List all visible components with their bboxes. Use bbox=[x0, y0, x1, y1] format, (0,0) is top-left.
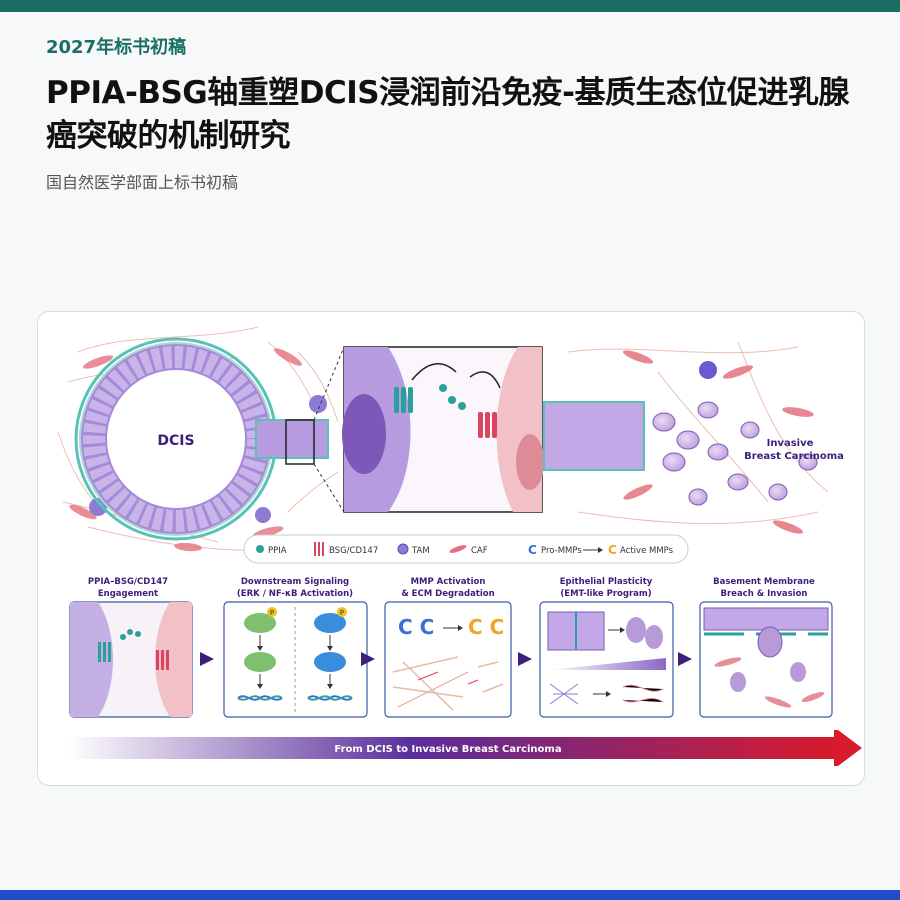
step-titles: PPIA–BSG/CD147 Engagement Downstream Sig… bbox=[88, 577, 815, 599]
legend-ppia: PPIA bbox=[268, 546, 287, 556]
invading-cells bbox=[652, 401, 818, 506]
emt-gradient-bar bbox=[548, 658, 666, 670]
header-kicker: 2027年标书初稿 bbox=[46, 37, 187, 58]
legend-pro-mmps: Pro-MMPs bbox=[541, 546, 582, 556]
pro-mmp-shapes: C C bbox=[398, 615, 434, 639]
step-3-title-line2: & ECM Degradation bbox=[401, 589, 494, 599]
junctions-after bbox=[622, 684, 664, 703]
step-1-panel bbox=[69, 601, 193, 718]
ppia-dots bbox=[439, 384, 466, 410]
page-subtitle: 国自然医学部面上标书初稿 bbox=[46, 173, 239, 192]
active-mmp-shapes: C C bbox=[468, 615, 504, 639]
page-title: PPIA-BSG轴重塑DCIS浸润前沿免疫-基质生态位促进乳腺癌突破的机制研究 bbox=[46, 75, 849, 154]
step-4-panel bbox=[539, 601, 674, 718]
step-2-panel: P P bbox=[223, 601, 368, 718]
step-5-title-line2: Breach & Invasion bbox=[721, 589, 808, 599]
phospho-label-erk: P bbox=[270, 609, 274, 617]
step-4-title-line2: (EMT-like Program) bbox=[560, 589, 651, 599]
invasive-tam bbox=[699, 361, 717, 379]
legend: PPIA BSG/CD147 TAM CAF C Pro-MMPs C Acti… bbox=[243, 534, 689, 564]
step-arrow-1 bbox=[200, 652, 214, 666]
step-arrow-2 bbox=[361, 652, 375, 666]
zoom-box bbox=[285, 419, 315, 465]
legend-bsg: BSG/CD147 bbox=[329, 546, 378, 556]
phospho-icon bbox=[267, 607, 277, 617]
bsg-receptor-right bbox=[478, 412, 497, 438]
bottom-accent-bar bbox=[0, 890, 900, 900]
step-5-title-line1: Basement Membrane bbox=[713, 577, 815, 587]
duct-extension bbox=[255, 419, 329, 459]
progress-label: From DCIS to Invasive Breast Carcinoma bbox=[334, 744, 561, 755]
invasive-caf-cells bbox=[622, 350, 814, 534]
step-4-title-line1: Epithelial Plasticity bbox=[560, 577, 653, 587]
legend-pill bbox=[243, 534, 689, 564]
active-mmp-icon: C bbox=[608, 543, 617, 557]
junctions-before bbox=[549, 683, 579, 705]
step-2-title-line1: Downstream Signaling bbox=[241, 577, 349, 587]
duct-illustration: DCIS bbox=[57, 326, 339, 552]
epithelial-cell-sheet bbox=[543, 401, 645, 471]
legend-caf: CAF bbox=[471, 546, 488, 556]
ppia-dot-icon bbox=[256, 545, 264, 553]
step-3-panel: C C C C bbox=[384, 601, 512, 718]
caf-cells bbox=[69, 348, 302, 552]
receptor-icon bbox=[314, 542, 324, 556]
cell-nucleus bbox=[342, 394, 386, 474]
invading-cell bbox=[757, 626, 783, 658]
invasive-front: Invasive Breast Carcinoma bbox=[543, 341, 844, 534]
progress-arrow: From DCIS to Invasive Breast Carcinoma bbox=[68, 730, 862, 766]
zoom-inset bbox=[342, 346, 544, 513]
epithelial-layer bbox=[703, 607, 829, 631]
tam-cell-icon bbox=[397, 543, 409, 555]
invasive-label-line1: Invasive bbox=[767, 438, 814, 449]
step-arrow-3 bbox=[518, 652, 532, 666]
step-1-title-line1: PPIA–BSG/CD147 bbox=[88, 577, 168, 587]
phospho-label-nfkb: P bbox=[340, 609, 344, 617]
ecm-fibers bbox=[392, 656, 504, 711]
legend-tam: TAM bbox=[411, 546, 430, 556]
step-arrow-4 bbox=[678, 652, 692, 666]
figure-card: DCIS bbox=[37, 311, 865, 786]
duct-lumen bbox=[109, 372, 243, 506]
invasive-label-line2: Breast Carcinoma bbox=[744, 451, 844, 462]
bsg-receptor-left bbox=[394, 387, 413, 413]
nfkb-protein bbox=[314, 613, 346, 633]
step-3-title-line1: MMP Activation bbox=[411, 577, 486, 587]
duct-label: DCIS bbox=[157, 433, 194, 449]
erk-protein bbox=[244, 613, 276, 633]
legend-active-mmps: Active MMPs bbox=[620, 546, 674, 556]
tam-cells bbox=[89, 395, 327, 523]
pro-mmp-icon: C bbox=[528, 543, 537, 557]
step-1-title-line2: Engagement bbox=[98, 589, 158, 599]
caf-cell-icon bbox=[449, 545, 467, 553]
step-2-title-line2: (ERK / NF-κB Activation) bbox=[237, 589, 353, 599]
mechanism-diagram: DCIS bbox=[57, 326, 862, 766]
mesenchymal-cell bbox=[626, 617, 646, 643]
top-accent-bar bbox=[0, 0, 900, 12]
step-5-panel bbox=[699, 601, 833, 718]
